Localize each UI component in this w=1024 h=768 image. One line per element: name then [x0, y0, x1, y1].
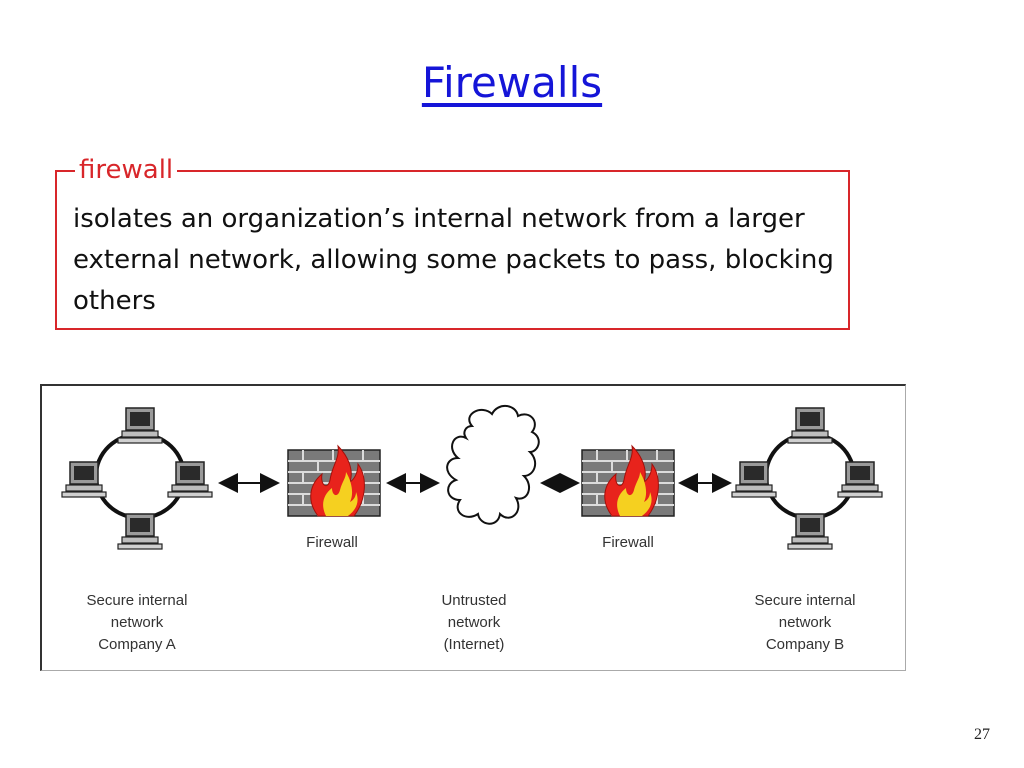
slide-title: Firewalls: [421, 58, 603, 107]
network-a-cluster: [61, 407, 213, 550]
untrusted-network-label: Untrusted network (Internet): [441, 592, 507, 653]
computer-icon: [837, 461, 883, 498]
firewall-right-label: Firewall: [602, 534, 654, 551]
computer-icon: [61, 461, 107, 498]
definition-text: isolates an organization’s internal netw…: [73, 204, 834, 316]
computer-icon: [167, 461, 213, 498]
network-b-cluster: [731, 407, 883, 550]
diagram-canvas: [61, 405, 883, 550]
computer-icon: [117, 513, 163, 550]
definition-box: firewall isolates an organization’s inte…: [55, 153, 850, 330]
computer-icon: [787, 513, 833, 550]
computer-icon: [731, 461, 777, 498]
computer-icon: [117, 407, 163, 444]
computer-icon: [787, 407, 833, 444]
page-number: 27: [974, 726, 990, 743]
network-b-label: Secure internal network Company B: [754, 592, 856, 653]
firewall-right-icon: [581, 445, 675, 517]
network-a-label: Secure internal network Company A: [86, 592, 188, 653]
firewall-diagram: Firewall Firewall Secure internal networ…: [40, 384, 906, 671]
internet-cloud-icon: [446, 405, 540, 525]
firewall-left-icon: [287, 445, 381, 517]
firewall-left-label: Firewall: [306, 534, 358, 551]
definition-term: firewall: [75, 153, 178, 187]
